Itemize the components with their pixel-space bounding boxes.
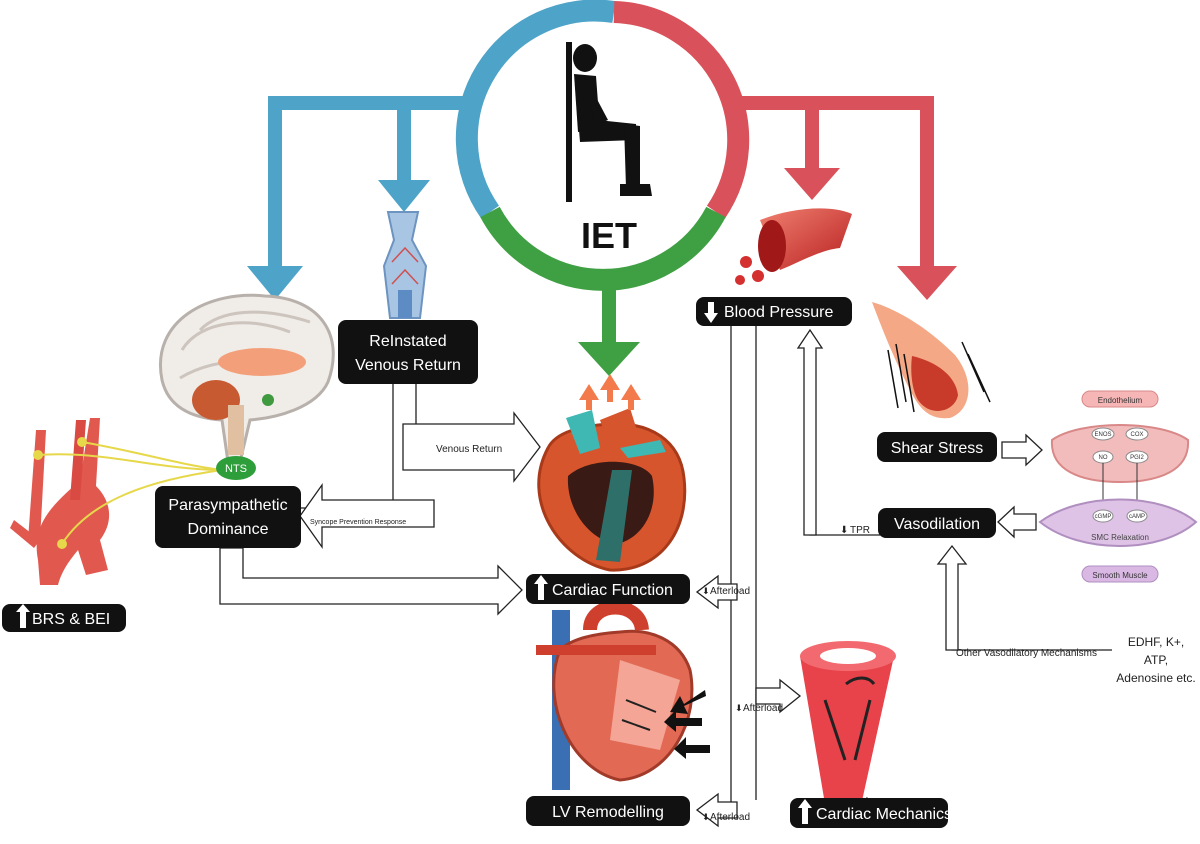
edge-label-venous-return: Venous Return: [436, 444, 502, 455]
node-vasodilation: Vasodilation: [878, 508, 996, 538]
edge-label-afterload-2: ⬇ Afterload: [735, 703, 783, 714]
aortic-arch-illustration: [10, 418, 223, 585]
red-arrowhead-vessel: [784, 168, 840, 200]
smooth-muscle-label: Smooth Muscle: [1092, 571, 1148, 580]
edge-label-afterload-1: ⬇ Afterload: [702, 586, 750, 597]
green-shaft: [602, 270, 616, 344]
camp-label: cAMP: [1129, 514, 1145, 520]
node-blood-pressure: Blood Pressure: [696, 297, 852, 326]
blood-pressure-label: Blood Pressure: [724, 304, 833, 321]
up-arrow-icon: [534, 575, 548, 600]
node-cardiac-function: Cardiac Function: [526, 574, 690, 604]
heart-illustration-bottom: [536, 600, 694, 790]
node-brs-bei: BRS & BEI: [2, 604, 126, 632]
down-arrow-glyph: ⬇: [702, 812, 710, 822]
red-branches: [740, 96, 934, 268]
compression-arrows: [664, 690, 710, 759]
endothelium-title: Endothelium: [1098, 396, 1143, 405]
wall-sit-person-icon: [566, 42, 652, 202]
edge-label-syncope: Syncope Prevention Response: [310, 519, 406, 526]
cox-label: COX: [1130, 432, 1143, 438]
afterload-lv-arrow: [695, 792, 738, 828]
brain-illustration: [159, 293, 335, 464]
down-arrow-glyph: ⬇: [735, 703, 743, 713]
vasodilation-up-arrow: [936, 544, 968, 651]
down-arrow-icon: [704, 302, 718, 323]
down-arrow-glyph: ⬇: [840, 525, 848, 536]
tpr-up-arrow: [796, 328, 824, 536]
blue-arrowhead-brain: [247, 266, 303, 300]
node-nts: NTS: [216, 456, 256, 480]
cgmp-label: cGMP: [1095, 514, 1112, 520]
cardiac-mechanics-label: Cardiac Mechanics: [816, 806, 952, 823]
lv-mechanics-illustration: [800, 641, 896, 825]
up-arrow-icon: [16, 604, 30, 628]
edhf-line2: ATP,: [1144, 653, 1168, 667]
node-parasympathetic-dominance: Parasympathetic Dominance: [155, 486, 301, 548]
ring-red-arc: [613, 1, 750, 219]
blue-arrowhead-vein: [378, 180, 430, 212]
no-label: NO: [1099, 455, 1108, 461]
edhf-label: EDHF, K+, ATP, Adenosine etc.: [1116, 635, 1195, 685]
nts-label: NTS: [225, 463, 247, 475]
parasym-line2: Dominance: [188, 521, 269, 538]
node-reinstated-venous-return: ReInstated Venous Return: [338, 320, 478, 384]
afterload-text-2: Afterload: [743, 703, 783, 714]
afterload-cardiac-arrow: [695, 574, 738, 610]
parasym-line1: Parasympathetic: [168, 497, 287, 514]
edhf-line3: Adenosine etc.: [1116, 671, 1195, 685]
center-label: IET: [581, 215, 637, 256]
heart-illustration-top: [537, 408, 687, 572]
enos-label: ENOS: [1094, 432, 1111, 438]
edge-label-tpr: ⬇ TPR: [840, 525, 870, 536]
blue-branches: [268, 96, 478, 268]
node-cardiac-mechanics: Cardiac Mechanics: [790, 798, 952, 828]
node-lv-remodelling: LV Remodelling: [526, 796, 690, 826]
endo-to-vaso-arrow: [997, 505, 1037, 539]
venous-return-line2: Venous Return: [355, 357, 461, 374]
shear-flow-arrows: [887, 341, 991, 413]
shear-vessel-illustration: [872, 302, 969, 419]
thin-connectors: [300, 326, 1112, 811]
vein-illustration: [382, 211, 428, 319]
blood-vessel-illustration: [735, 208, 852, 285]
brs-label: BRS & BEI: [32, 611, 110, 628]
node-shear-stress: Shear Stress: [877, 432, 997, 462]
syncope-arrow: [299, 482, 435, 550]
pgi2-label: PGI2: [1130, 455, 1144, 461]
venous-return-arrow: [402, 411, 541, 483]
venous-return-line1: ReInstated: [369, 333, 446, 350]
parasym-to-cardiac-arrow: [219, 547, 523, 616]
up-arrow-icon: [798, 799, 812, 824]
smc-relaxation-label: SMC Relaxation: [1091, 533, 1149, 542]
lv-remodelling-label: LV Remodelling: [552, 804, 664, 821]
vasodilation-label: Vasodilation: [894, 516, 980, 533]
afterload-text-3: Afterload: [710, 812, 750, 823]
cardiac-function-label: Cardiac Function: [552, 582, 673, 599]
ring-blue-arc: [455, 0, 616, 219]
edge-label-other-mechanisms: Other Vasodilatory Mechanisms: [956, 648, 1097, 659]
red-arrowhead-shear: [897, 266, 957, 300]
edge-label-afterload-3: ⬇ Afterload: [702, 812, 750, 823]
hollow-arrows: [219, 328, 1043, 828]
tpr-text: TPR: [850, 525, 870, 536]
heart-flow-arrows: [579, 374, 641, 410]
edhf-line1: EDHF, K+,: [1128, 635, 1184, 649]
afterload-text-1: Afterload: [710, 586, 750, 597]
shear-to-endo-arrow: [1001, 433, 1043, 467]
down-arrow-glyph: ⬇: [702, 586, 710, 596]
green-arrowhead: [578, 342, 640, 376]
endothelium-diagram: Endothelium ENOS COX NO PGI2 cGMP cAMP S…: [1038, 390, 1198, 583]
afterload-mechanics-arrow: [755, 678, 802, 714]
shear-stress-label: Shear Stress: [891, 440, 983, 457]
